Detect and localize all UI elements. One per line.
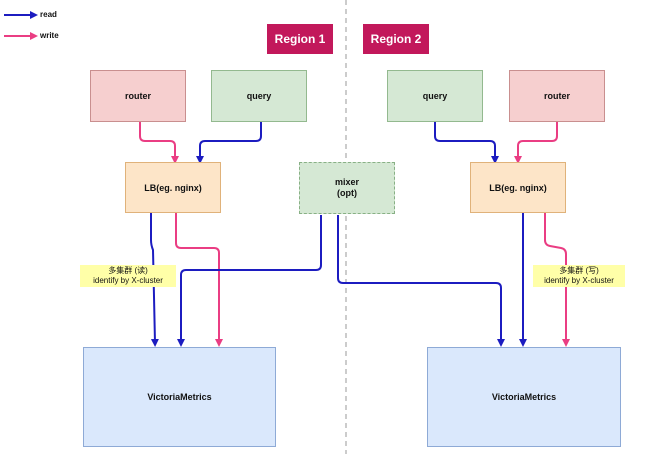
r2-query-label: query <box>422 91 448 101</box>
r2-query-to-lb-read <box>434 122 499 164</box>
r1-multi-cluster-note: 多集群 (读) identify by X-cluster <box>80 265 176 287</box>
r1-router-label: router <box>124 91 151 101</box>
r2-multi-cluster-note: 多集群 (写) identify by X-cluster <box>533 265 625 287</box>
r1-query-to-lb-read <box>196 122 262 164</box>
r2-router-to-lb-write <box>514 122 558 164</box>
mixer-node: mixer (opt) <box>299 162 395 214</box>
mixer-to-r1-vm-read <box>177 215 322 347</box>
mixer-opt-label: (opt) <box>337 188 357 198</box>
r1-note-line1: 多集群 (读) <box>108 266 148 275</box>
r1-victoriametrics-node: VictoriaMetrics <box>83 347 276 447</box>
r2-router-label: router <box>543 91 570 101</box>
r1-victoriametrics-label: VictoriaMetrics <box>147 392 212 402</box>
region-1-badge: Region 1 <box>267 24 333 54</box>
r2-lb-node: LB(eg. nginx) <box>470 162 566 213</box>
r2-lb-label: LB(eg. nginx) <box>489 182 547 193</box>
r1-router-node: router <box>90 70 186 122</box>
r2-victoriametrics-label: VictoriaMetrics <box>491 392 557 402</box>
r1-lb-label: LB(eg. nginx) <box>144 182 202 193</box>
legend-read-label: read <box>40 10 57 19</box>
r1-router-to-lb-write <box>139 122 179 164</box>
r2-router-node: router <box>509 70 605 122</box>
r1-note-line2: identify by X-cluster <box>93 276 163 285</box>
r1-lb-to-vm-read <box>150 213 159 347</box>
r2-note-line2: identify by X-cluster <box>544 276 614 285</box>
r2-note-line1: 多集群 (写) <box>559 266 599 275</box>
region-2-badge: Region 2 <box>363 24 429 54</box>
r1-lb-to-vm-write <box>175 213 223 347</box>
r2-victoriametrics-node: VictoriaMetrics <box>427 347 621 447</box>
r2-lb-to-vm-write <box>544 213 570 347</box>
r1-query-label: query <box>246 91 272 101</box>
r1-query-node: query <box>211 70 307 122</box>
mixer-label: mixer <box>334 177 360 187</box>
r2-query-node: query <box>387 70 483 122</box>
mixer-to-r2-vm-read <box>337 215 505 347</box>
r1-lb-node: LB(eg. nginx) <box>125 162 221 213</box>
legend-write-label: write <box>40 31 59 40</box>
